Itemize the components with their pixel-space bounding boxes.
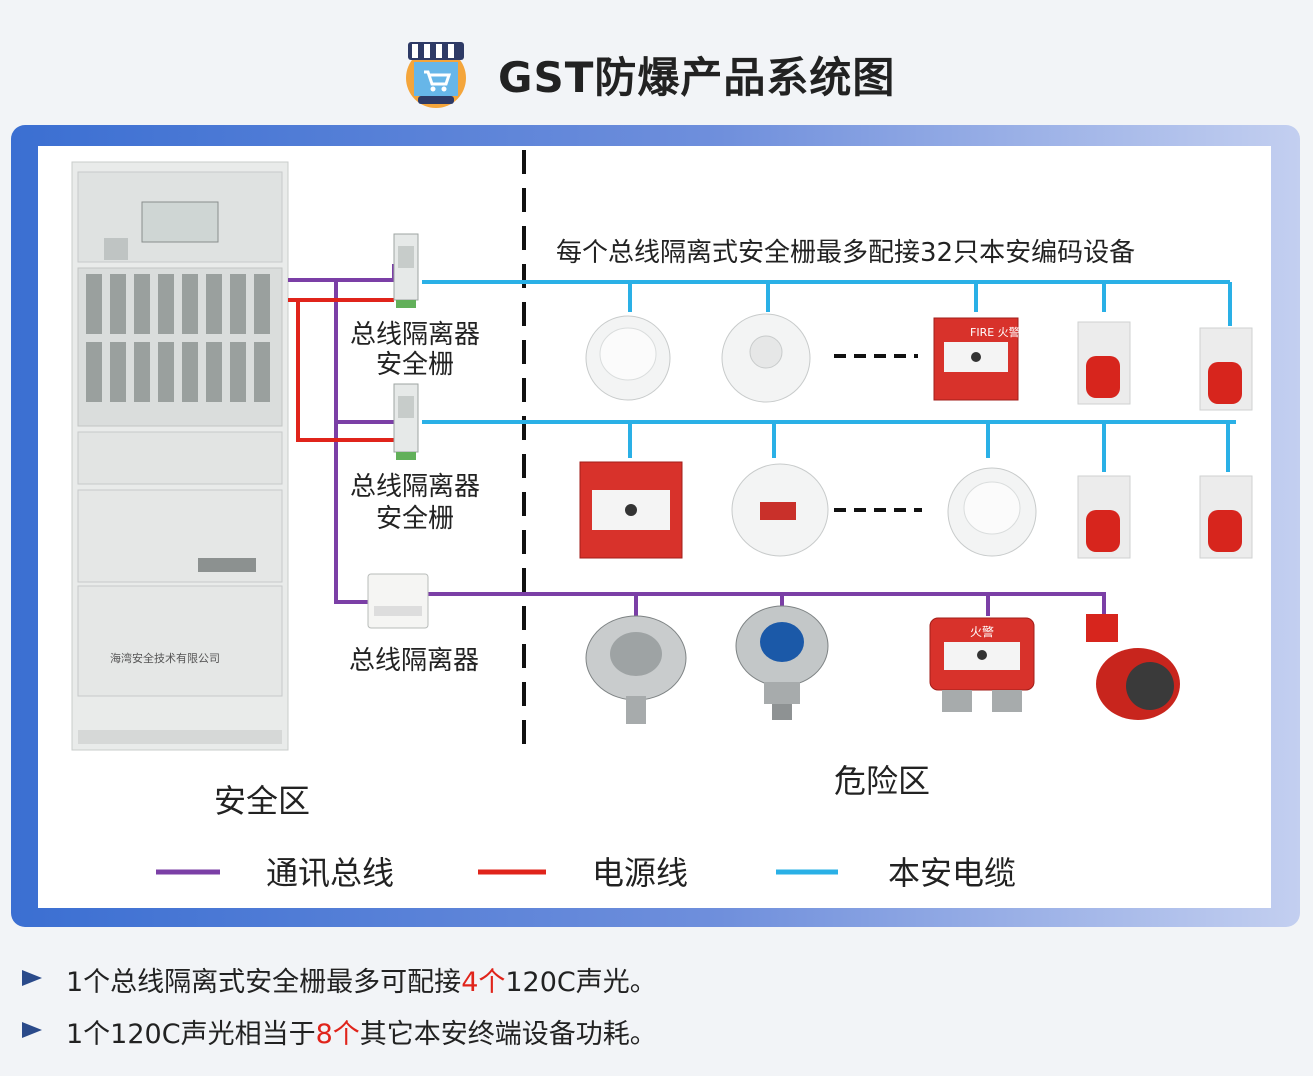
fire-control-cabinet [71, 161, 289, 751]
heat-detector-1 [721, 313, 811, 403]
note-2: 1个120C声光相当于8个其它本安终端设备功耗。 [66, 1012, 657, 1051]
barrier-1 [393, 233, 419, 308]
strobe-4 [1199, 475, 1253, 559]
cabinet-company-text: 海湾安全技术有限公司 [110, 652, 220, 665]
ex-gas-detector [735, 605, 829, 720]
barrier-2-label-line2: 安全栅 [375, 504, 454, 534]
note-1-highlight: 4个 [461, 967, 506, 998]
bus-isolator [367, 573, 429, 629]
smoke-detector-1 [585, 315, 671, 401]
comm-drop-lines [634, 594, 990, 616]
zone-safe-label: 安全区 [214, 782, 311, 820]
legend-cable-label: 本安电缆 [888, 854, 1017, 892]
manual-call-point-1 [933, 317, 1019, 401]
alarm-label-text: 火警 [970, 624, 994, 639]
header: GST防爆产品系统图 [0, 0, 1313, 120]
note-1-text-c: 120C声光。 [505, 967, 657, 998]
zone-danger-label: 危险区 [834, 762, 931, 800]
note-1: 1个总线隔离式安全栅最多可配接4个120C声光。 [66, 960, 657, 999]
system-diagram: FIRE 火警 [71, 150, 1253, 875]
smoke-detector-2 [947, 467, 1037, 557]
barrier-2-label-line1: 总线隔离器 [349, 472, 480, 502]
manual-call-point-2 [579, 461, 683, 559]
legend-power-label: 电源线 [592, 854, 689, 892]
isolator-label: 总线隔离器 [348, 646, 479, 676]
strobe-3 [1077, 475, 1131, 559]
note-2-text-a: 1个120C声光相当于 [66, 1019, 316, 1050]
page-title: GST防爆产品系统图 [498, 53, 896, 102]
bullet-arrow-icon [22, 1022, 42, 1038]
barrier-2 [393, 383, 419, 460]
strobe-2 [1199, 327, 1253, 411]
note-2-text-c: 其它本安终端设备功耗。 [359, 1019, 657, 1050]
heat-detector-2 [731, 463, 829, 557]
top-note: 每个总线隔离式安全栅最多配接32只本安编码设备 [556, 238, 1136, 268]
note-1-text-a: 1个总线隔离式安全栅最多可配接 [66, 967, 462, 998]
ex-flame-detector [1086, 614, 1180, 720]
barrier-1-label-line1: 总线隔离器 [349, 320, 480, 350]
fire-label-text: FIRE 火警 [970, 325, 1020, 339]
ex-manual-call-point [929, 617, 1035, 712]
ex-heat-detector [585, 615, 687, 724]
power-lines [288, 298, 394, 442]
shop-cart-icon [406, 42, 466, 108]
bullet-arrow-icon [22, 970, 42, 986]
barrier-1-label-line2: 安全栅 [375, 350, 454, 380]
legend-comm-label: 通讯总线 [266, 854, 395, 892]
is-cable-lines [422, 280, 1236, 472]
note-2-highlight: 8个 [315, 1019, 360, 1050]
strobe-1 [1077, 321, 1131, 405]
